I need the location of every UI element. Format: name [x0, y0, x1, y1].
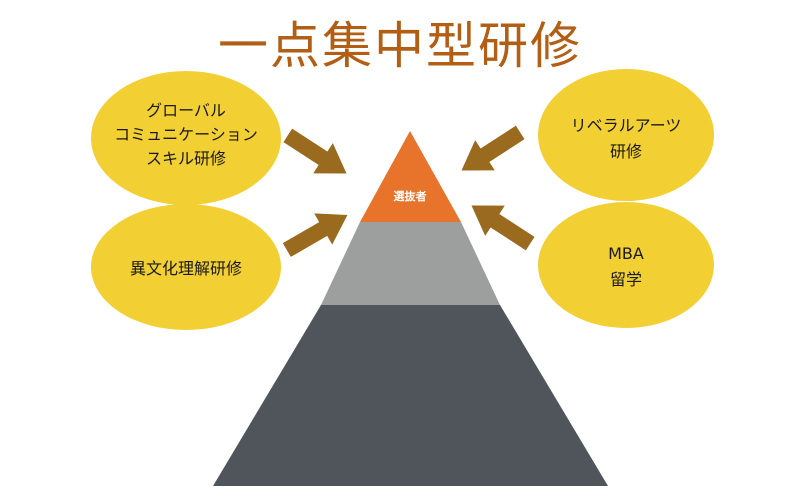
ellipse-global-line1: グローバル [146, 101, 226, 120]
ellipse-intercultural: 異文化理解研修 [91, 204, 281, 330]
ellipse-mba: MBA 留学 [538, 202, 714, 328]
pyramid-apex-tier [360, 131, 461, 222]
arrow-intercultural-to-apex [282, 213, 348, 257]
arrow-liberal-arts-to-apex [461, 125, 525, 171]
pyramid-base-tier [213, 305, 608, 486]
apex-label: 選抜者 [394, 189, 427, 203]
ellipse-liberal-arts: リベラルアーツ 研修 [538, 69, 714, 201]
pyramid-middle-tier [321, 222, 500, 305]
ellipse-liberal-arts-line2: 研修 [610, 142, 642, 161]
ellipse-liberal-arts-line1: リベラルアーツ [571, 116, 682, 135]
ellipse-mba-line2: 留学 [610, 270, 642, 289]
page-title: 一点集中型研修 [218, 17, 582, 75]
ellipse-mba-line1: MBA [608, 244, 644, 263]
arrow-mba-to-apex [471, 205, 535, 251]
ellipse-global-line3: スキル研修 [146, 149, 226, 168]
ellipse-global-line2: コミュニケーション [114, 125, 258, 144]
arrow-global-to-apex [283, 128, 347, 174]
pyramid: 選抜者 [213, 131, 608, 486]
ellipse-global: グローバル コミュニケーション スキル研修 [91, 71, 281, 205]
ellipse-intercultural-line1: 異文化理解研修 [130, 259, 242, 278]
